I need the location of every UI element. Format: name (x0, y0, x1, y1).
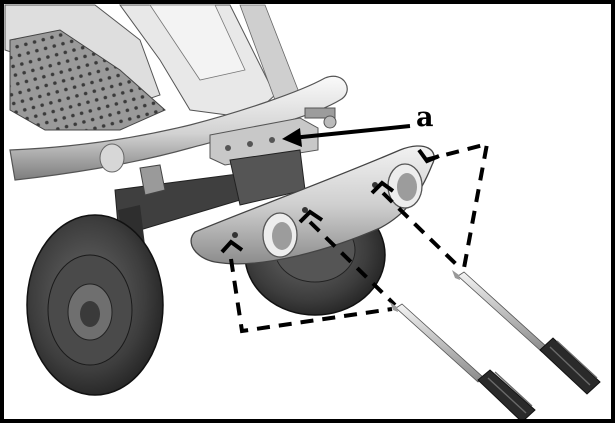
front-bumper-tube (9, 75, 348, 181)
front-weight-plate (190, 145, 435, 265)
dashed-guides (229, 141, 490, 334)
front-wheel-left (26, 214, 164, 396)
screwdriver-icon (390, 302, 536, 423)
callout-arrow (282, 124, 411, 147)
mounting-bracket (209, 107, 337, 166)
front-frame (114, 149, 306, 250)
arrow-icon (220, 148, 440, 254)
screwdriver-icon (452, 270, 601, 395)
seat-body (4, 4, 301, 131)
callout-label-a: a (416, 102, 434, 133)
